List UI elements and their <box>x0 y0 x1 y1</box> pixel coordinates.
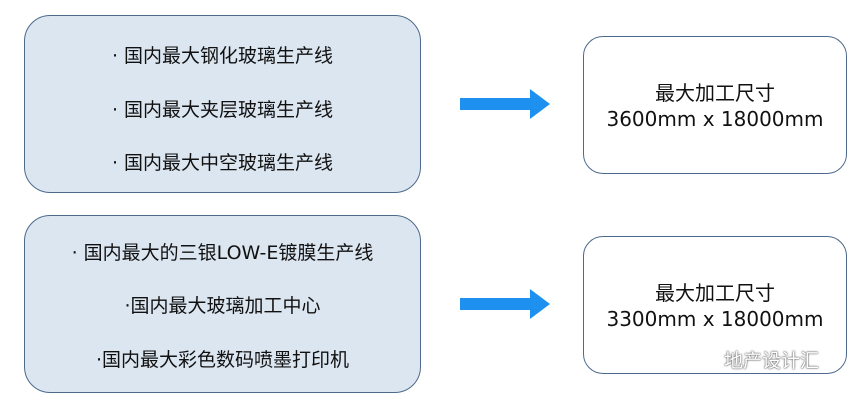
feature-item: ·国内最大彩色数码喷墨打印机 <box>95 349 350 371</box>
size-title: 最大加工尺寸 <box>655 281 775 305</box>
right-arrow-icon <box>460 289 550 319</box>
wechat-icon <box>694 349 720 370</box>
size-box-2: 最大加工尺寸 3300mm x 18000mm <box>583 236 847 374</box>
features-box-1: · 国内最大钢化玻璃生产线 · 国内最大夹层玻璃生产线 · 国内最大中空玻璃生产… <box>24 15 421 193</box>
right-arrow-icon <box>460 89 550 119</box>
watermark-text: 地产设计汇 <box>724 350 820 372</box>
feature-item: · 国内最大钢化玻璃生产线 <box>111 45 334 67</box>
feature-item: · 国内最大中空玻璃生产线 <box>111 152 334 174</box>
feature-item: · 国内最大夹层玻璃生产线 <box>111 99 334 121</box>
size-box-1: 最大加工尺寸 3600mm x 18000mm <box>583 36 847 174</box>
watermark: 地产设计汇 <box>694 346 819 373</box>
feature-item: · 国内最大的三银LOW-E镀膜生产线 <box>71 242 374 264</box>
size-title: 最大加工尺寸 <box>655 81 775 105</box>
features-box-2: · 国内最大的三银LOW-E镀膜生产线 ·国内最大玻璃加工中心 ·国内最大彩色数… <box>24 215 421 393</box>
size-dimensions: 3300mm x 18000mm <box>606 307 824 331</box>
size-dimensions: 3600mm x 18000mm <box>606 107 824 131</box>
feature-item: ·国内最大玻璃加工中心 <box>124 295 321 317</box>
